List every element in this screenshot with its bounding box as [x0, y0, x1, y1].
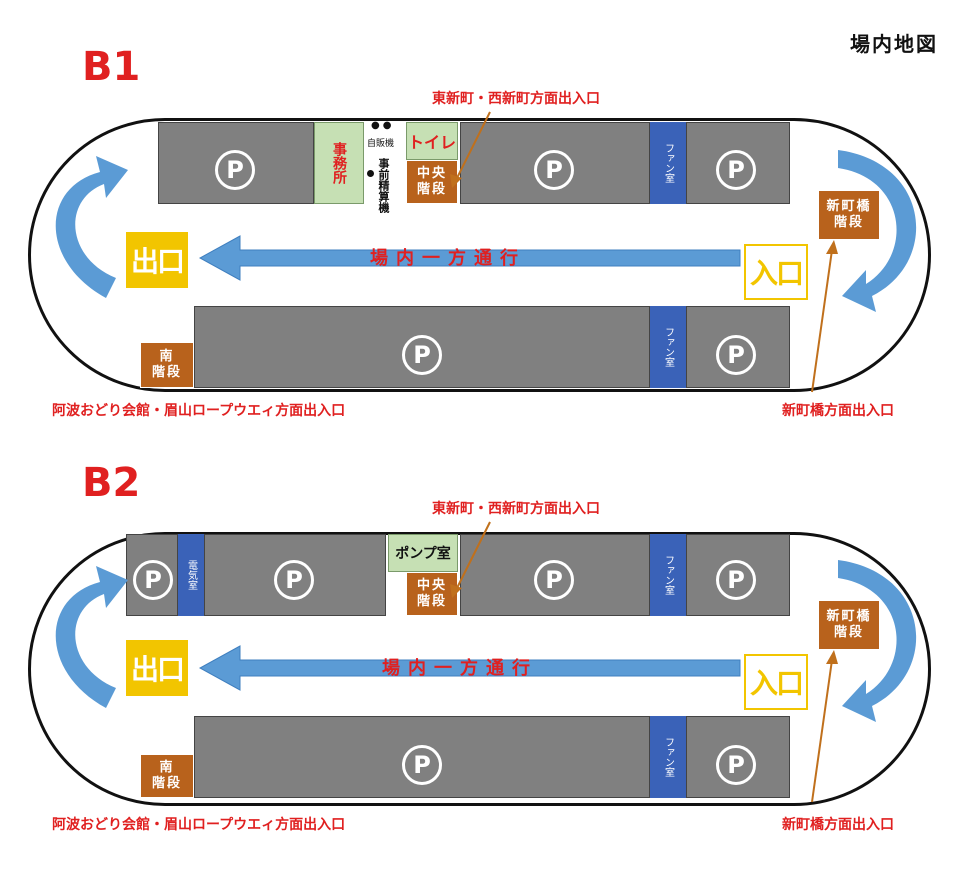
stairs-name: 中央: [416, 577, 447, 593]
prepay-machine-dot: [367, 170, 374, 177]
annotation-bottom-left: 阿波おどり会館・眉山ロープウエィ方面出入口: [52, 403, 346, 419]
stairs-word: 階段: [833, 625, 864, 640]
level-b2-map: B2 P 電気室 P ポンプ室 中央 階段 P ファン室 P 新町橋 階段 P …: [0, 440, 960, 870]
stairs-name: 南: [159, 348, 175, 364]
one-way-label: 場内一方通行: [382, 658, 538, 679]
annotation-leader-top: [455, 521, 491, 591]
annotation-top: 東新町・西新町方面出入口: [432, 91, 600, 107]
annotation-leader-top-head: [450, 584, 462, 598]
center-stairs: 中央 階段: [406, 160, 458, 204]
one-way-arrow: [198, 645, 741, 691]
stairs-name: 新町橋: [826, 198, 872, 214]
parking-block-top-right: [686, 534, 790, 616]
south-stairs: 南 階段: [140, 754, 194, 798]
parking-mark: P: [133, 560, 173, 600]
annotation-leader-top-head: [450, 174, 462, 188]
b1-arrows-overlay: [55, 111, 917, 393]
annotation-leader-right-head: [826, 650, 838, 664]
right-turn-arrow: [838, 150, 917, 312]
prepay-machine-label: 事前精算機: [377, 158, 390, 213]
entrance-sign: 入口: [744, 654, 808, 710]
stairs-name: 新町橋: [826, 608, 872, 624]
stairs-word: 階段: [416, 594, 447, 609]
electric-room: 電気室: [178, 534, 204, 616]
center-stairs: 中央 階段: [406, 572, 458, 616]
annotation-leader-right: [811, 249, 833, 393]
level-b1-map: B1 P 事務所 ●● 自販機 事前精算機 トイレ 中央 階段 P ファン室 P…: [0, 0, 960, 430]
stairs-name: 中央: [416, 165, 447, 181]
stairs-word: 階段: [151, 365, 182, 380]
pump-room: ポンプ室: [388, 534, 458, 572]
annotation-leader-top: [455, 111, 491, 181]
parking-mark: P: [274, 560, 314, 600]
parking-mark: P: [716, 560, 756, 600]
fan-room: ファン室: [650, 122, 686, 204]
parking-mark: P: [215, 150, 255, 190]
vending-machine-label: 自販機: [367, 139, 395, 149]
parking-mark: P: [716, 335, 756, 375]
exit-sign: 出口: [126, 640, 188, 696]
left-turn-arrow: [55, 566, 128, 708]
parking-mark: P: [716, 745, 756, 785]
fan-room: ファン室: [650, 716, 686, 798]
level-label: B1: [82, 44, 141, 90]
shinmachibashi-stairs: 新町橋 階段: [818, 600, 880, 650]
parking-mark: P: [716, 150, 756, 190]
entrance-sign: 入口: [744, 244, 808, 300]
stairs-word: 階段: [833, 215, 864, 230]
annotation-leader-right: [811, 659, 833, 803]
exit-sign: 出口: [126, 232, 188, 288]
annotation-bottom-right: 新町橋方面出入口: [782, 403, 894, 419]
annotation-top: 東新町・西新町方面出入口: [432, 501, 600, 517]
fan-room: ファン室: [650, 534, 686, 616]
south-stairs: 南 階段: [140, 342, 194, 388]
b2-arrows-overlay: [55, 521, 917, 803]
one-way-label: 場内一方通行: [370, 248, 526, 269]
vending-machine-dots: ●●: [371, 120, 395, 131]
parking-mark: P: [534, 150, 574, 190]
parking-mark: P: [402, 745, 442, 785]
left-turn-arrow: [55, 156, 128, 298]
annotation-bottom-right: 新町橋方面出入口: [782, 817, 894, 833]
annotation-bottom-left: 阿波おどり会館・眉山ロープウエィ方面出入口: [52, 817, 346, 833]
page-title: 場内地図: [850, 32, 938, 56]
one-way-arrow: [198, 235, 741, 281]
parking-mark: P: [534, 560, 574, 600]
toilet-room: トイレ: [406, 122, 458, 160]
shinmachibashi-stairs: 新町橋 階段: [818, 190, 880, 240]
stairs-name: 南: [159, 759, 175, 775]
level-label: B2: [82, 460, 141, 506]
stairs-word: 階段: [416, 182, 447, 197]
fan-room: ファン室: [650, 306, 686, 388]
annotation-leader-right-head: [826, 240, 838, 254]
parking-mark: P: [402, 335, 442, 375]
right-turn-arrow: [838, 560, 917, 722]
office-room: 事務所: [314, 122, 364, 204]
stairs-word: 階段: [151, 776, 182, 791]
